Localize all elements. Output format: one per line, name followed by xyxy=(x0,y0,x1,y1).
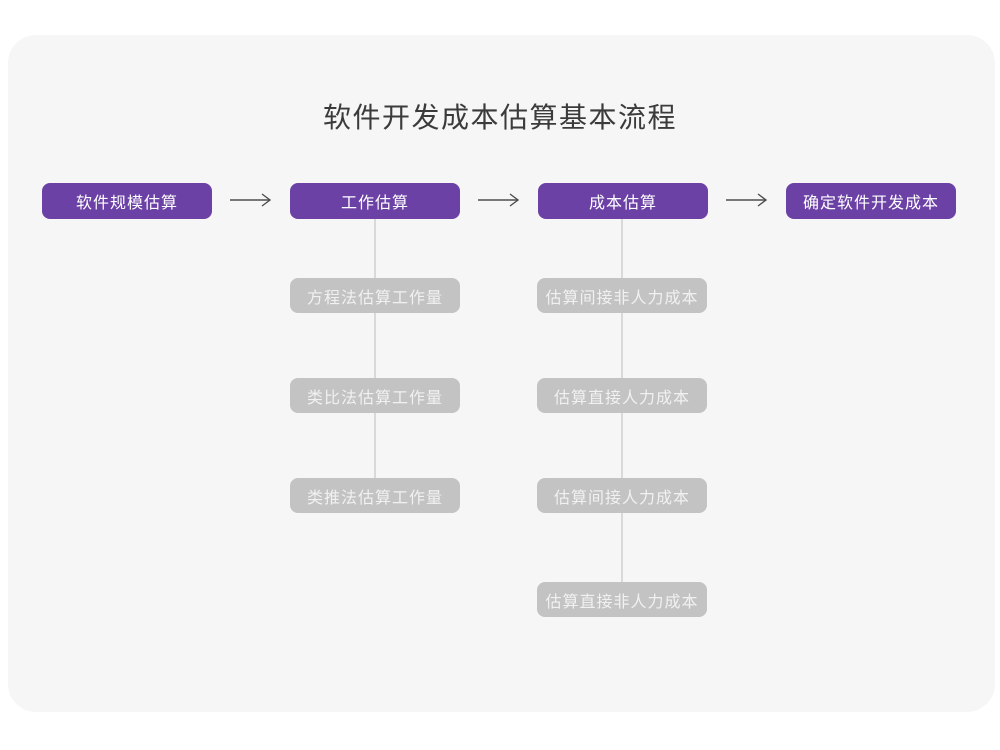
node-direct-non-labor-cost: 估算直接非人力成本 xyxy=(537,582,707,617)
node-label: 软件规模估算 xyxy=(75,195,178,212)
node-analogy-method-workload: 类比法估算工作量 xyxy=(290,378,460,413)
diagram-card xyxy=(8,35,995,712)
node-label: 估算间接人力成本 xyxy=(553,489,690,507)
node-label: 类比法估算工作量 xyxy=(306,389,443,407)
node-indirect-labor-cost: 估算间接人力成本 xyxy=(537,478,707,513)
flow-arrow-icon xyxy=(229,192,273,208)
node-work-estimation: 工作估算 xyxy=(290,183,460,219)
node-label: 估算间接非人力成本 xyxy=(545,289,699,307)
flow-arrow-icon xyxy=(477,192,521,208)
node-label: 估算直接非人力成本 xyxy=(545,593,699,611)
node-label: 估算直接人力成本 xyxy=(553,389,690,407)
connector-line-work-estimation xyxy=(374,219,376,481)
node-indirect-non-labor-cost: 估算间接非人力成本 xyxy=(537,278,707,313)
node-direct-labor-cost: 估算直接人力成本 xyxy=(537,378,707,413)
diagram-title: 软件开发成本估算基本流程 xyxy=(322,102,677,133)
flow-arrow-icon xyxy=(725,192,769,208)
node-label: 成本估算 xyxy=(588,195,657,212)
node-label: 确定软件开发成本 xyxy=(802,195,939,212)
node-extrapolation-method-workload: 类推法估算工作量 xyxy=(290,478,460,513)
node-label: 工作估算 xyxy=(340,195,409,212)
node-software-scale-estimation: 软件规模估算 xyxy=(42,183,212,219)
node-cost-estimation: 成本估算 xyxy=(538,183,708,219)
node-label: 类推法估算工作量 xyxy=(306,489,443,507)
node-label: 方程法估算工作量 xyxy=(306,289,443,307)
node-equation-method-workload: 方程法估算工作量 xyxy=(290,278,460,313)
node-determine-development-cost: 确定软件开发成本 xyxy=(786,183,956,219)
